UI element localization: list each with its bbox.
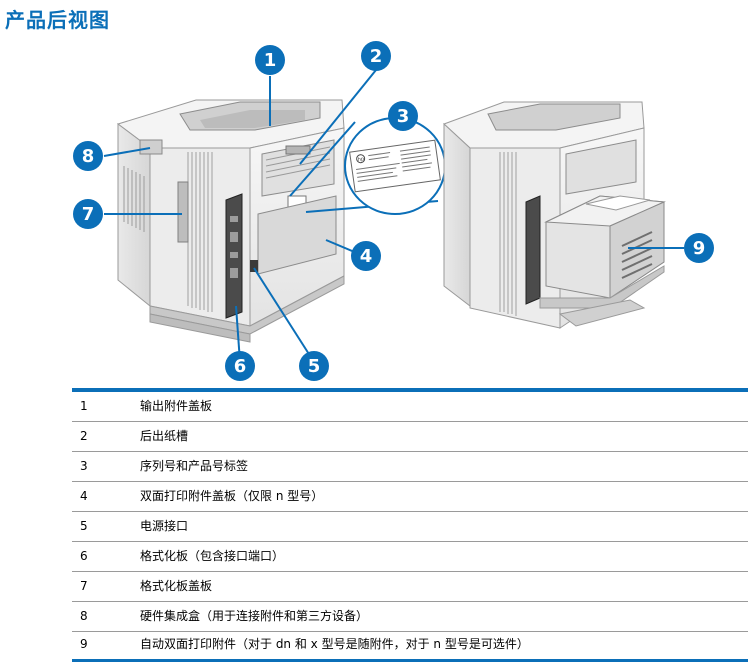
legend-row: 4 双面打印附件盖板（仅限 n 型号） bbox=[72, 482, 748, 512]
callout-8: 8 bbox=[73, 141, 103, 171]
printer-left bbox=[116, 99, 345, 343]
legend-top-rule bbox=[72, 388, 748, 392]
legend-row: 1 输出附件盖板 bbox=[72, 392, 748, 422]
legend-number: 3 bbox=[80, 459, 88, 473]
legend-number: 7 bbox=[80, 579, 88, 593]
hp-logo-text: hp bbox=[357, 156, 364, 163]
legend-row: 9 自动双面打印附件（对于 dn 和 x 型号是随附件，对于 n 型号是可选件） bbox=[72, 630, 748, 659]
callout-2: 2 bbox=[361, 41, 391, 71]
svg-text:9: 9 bbox=[693, 238, 706, 259]
legend-number: 4 bbox=[80, 489, 88, 503]
printer-rear-view-figure: hp bbox=[73, 41, 714, 381]
callout-1: 1 bbox=[255, 45, 285, 75]
svg-text:7: 7 bbox=[82, 204, 95, 225]
svg-text:2: 2 bbox=[370, 46, 383, 67]
page-title: 产品后视图 bbox=[5, 8, 110, 32]
legend-description: 电源接口 bbox=[140, 519, 189, 533]
legend-description: 序列号和产品号标签 bbox=[140, 459, 249, 473]
legend-number: 6 bbox=[80, 549, 88, 563]
callout-9: 9 bbox=[684, 233, 714, 263]
svg-text:8: 8 bbox=[82, 146, 95, 167]
callout-5: 5 bbox=[299, 351, 329, 381]
legend-number: 1 bbox=[80, 399, 88, 413]
svg-text:5: 5 bbox=[308, 356, 321, 377]
callout-7: 7 bbox=[73, 199, 103, 229]
legend-row: 7 格式化板盖板 bbox=[72, 572, 748, 602]
legend-number: 5 bbox=[80, 519, 88, 533]
legend-description: 自动双面打印附件（对于 dn 和 x 型号是随附件，对于 n 型号是可选件） bbox=[140, 637, 529, 651]
legend-number: 8 bbox=[80, 609, 88, 623]
legend-row: 3 序列号和产品号标签 bbox=[72, 452, 748, 482]
legend-description: 输出附件盖板 bbox=[140, 399, 213, 413]
legend-row: 5 电源接口 bbox=[72, 512, 748, 542]
legend-description: 格式化板（包含接口端口） bbox=[140, 549, 285, 563]
legend-row: 2 后出纸槽 bbox=[72, 422, 748, 452]
svg-text:3: 3 bbox=[397, 106, 410, 127]
svg-text:6: 6 bbox=[234, 356, 247, 377]
svg-text:1: 1 bbox=[264, 50, 277, 71]
legend-bottom-rule bbox=[72, 659, 748, 662]
callout-6: 6 bbox=[225, 351, 255, 381]
legend-number: 2 bbox=[80, 429, 88, 443]
legend-description: 硬件集成盒（用于连接附件和第三方设备） bbox=[140, 609, 369, 623]
printer-right bbox=[443, 101, 666, 329]
legend-number: 9 bbox=[80, 637, 88, 651]
callout-3: 3 bbox=[388, 101, 418, 131]
callout-4: 4 bbox=[351, 241, 381, 271]
svg-text:4: 4 bbox=[360, 246, 373, 267]
legend-description: 格式化板盖板 bbox=[140, 579, 213, 593]
legend-row: 6 格式化板（包含接口端口） bbox=[72, 542, 748, 572]
legend-row: 8 硬件集成盒（用于连接附件和第三方设备） bbox=[72, 602, 748, 632]
legend-description: 后出纸槽 bbox=[140, 429, 189, 443]
legend-description: 双面打印附件盖板（仅限 n 型号） bbox=[140, 489, 324, 503]
